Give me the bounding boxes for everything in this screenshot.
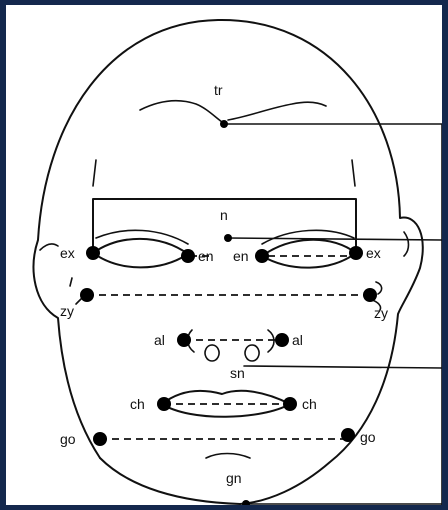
label-gn: gn xyxy=(226,470,242,486)
sn-leader-line xyxy=(244,366,442,368)
left-ear-detail xyxy=(40,244,58,250)
go-right-point xyxy=(93,432,107,446)
label-n: n xyxy=(220,207,228,223)
n-point xyxy=(224,234,232,242)
ch-right-point xyxy=(157,397,171,411)
label-go-right: go xyxy=(60,431,76,447)
face-lower-left xyxy=(100,458,240,504)
en-left-point xyxy=(255,249,269,263)
label-sn: sn xyxy=(230,365,245,381)
right-nostril xyxy=(205,345,219,361)
left-nostril xyxy=(245,345,259,361)
label-en-right: en xyxy=(198,248,214,264)
label-al-left: al xyxy=(292,332,303,348)
en-right-point xyxy=(181,249,195,263)
face-landmark-diagram: tr n ex en en ex zy zy al al sn ch ch go… xyxy=(6,5,442,505)
go-left-point xyxy=(341,428,355,442)
left-eye xyxy=(262,240,356,268)
label-go-left: go xyxy=(360,429,376,445)
label-zy-left: zy xyxy=(374,305,388,321)
label-ch-right: ch xyxy=(130,396,145,412)
left-eyelid xyxy=(262,230,354,244)
left-eyebrow xyxy=(140,101,222,122)
left-temple-mark xyxy=(93,160,96,186)
tr-point xyxy=(220,120,228,128)
label-tr: tr xyxy=(214,82,223,98)
right-temple-mark xyxy=(352,160,355,186)
chin-mark xyxy=(206,454,250,459)
n-leader-line xyxy=(228,238,442,240)
zy-right-point xyxy=(80,288,94,302)
ex-right-point xyxy=(86,246,100,260)
label-ex-right: ex xyxy=(60,245,75,261)
right-ear-detail xyxy=(404,232,409,256)
diagram-panel: tr n ex en en ex zy zy al al sn ch ch go… xyxy=(6,5,442,505)
al-left-point xyxy=(275,333,289,347)
right-eyelid xyxy=(96,230,188,244)
al-right-point xyxy=(177,333,191,347)
label-ch-left: ch xyxy=(302,396,317,412)
gn-point xyxy=(242,500,250,505)
ch-left-point xyxy=(283,397,297,411)
zy-left-point xyxy=(363,288,377,302)
ex-left-point xyxy=(349,246,363,260)
left-alar-mark xyxy=(268,330,274,352)
right-eyebrow xyxy=(228,102,326,120)
label-zy-right: zy xyxy=(60,303,74,319)
label-en-left: en xyxy=(233,248,249,264)
zy-right-mark xyxy=(70,278,82,304)
label-ex-left: ex xyxy=(366,245,381,261)
tr-leader-line xyxy=(224,124,442,505)
label-al-right: al xyxy=(154,332,165,348)
right-eye xyxy=(93,239,188,268)
